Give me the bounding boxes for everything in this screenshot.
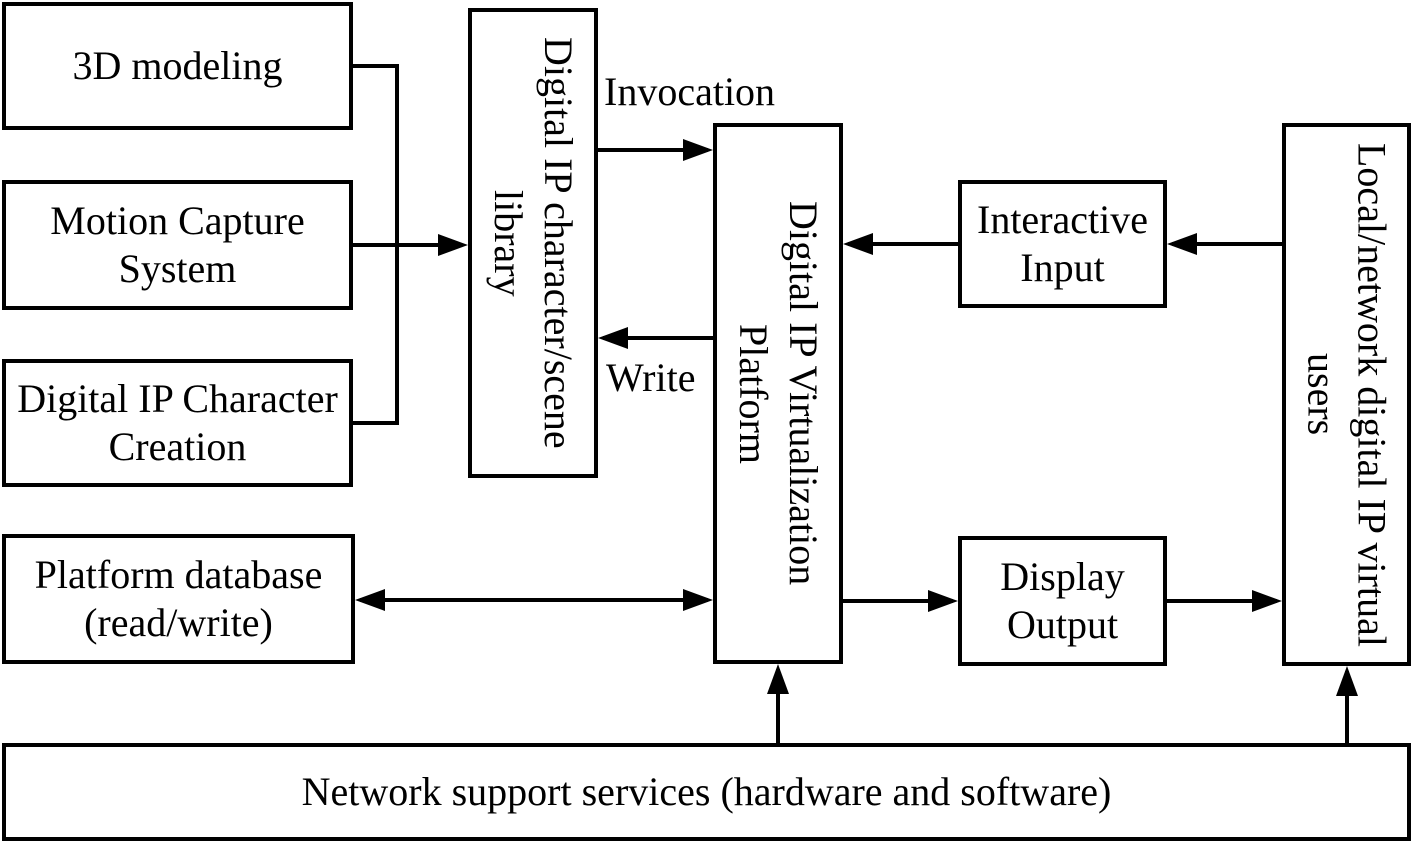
node-motion-capture-system: Motion Capture System [2, 180, 353, 310]
node-motion-capture-system-label: Motion Capture System [50, 198, 305, 291]
node-display-output-label: Display Output [1000, 554, 1125, 647]
node-character-scene-library: Digital IP character/scene library [468, 8, 598, 478]
node-virtualization-platform-label: Digital IP Virtualization Platform [731, 201, 826, 586]
node-3d-modeling-label: 3D modeling [72, 43, 283, 88]
edge-motion-capture-to-library [353, 234, 468, 256]
node-digital-ip-character-creation: Digital IP Character Creation [2, 359, 353, 487]
edge-interactive-input-to-platform [843, 233, 958, 255]
edge-label-invocation: Invocation [604, 69, 776, 114]
edge-database-platform-bidirectional [355, 589, 713, 611]
node-platform-database: Platform database (read/write) [2, 534, 355, 664]
edge-network-support-to-users [1336, 666, 1358, 743]
node-virtual-users: Local/network digital IP virtual users [1282, 123, 1411, 666]
node-interactive-input: Interactive Input [958, 180, 1167, 308]
node-network-support-services: Network support services (hardware and s… [2, 743, 1411, 841]
edge-network-support-to-platform [767, 664, 789, 743]
node-virtual-users-label: Local/network digital IP virtual users [1299, 142, 1395, 647]
node-network-support-services-label: Network support services (hardware and s… [301, 769, 1112, 814]
node-3d-modeling: 3D modeling [2, 2, 353, 130]
edge-platform-to-display-output [843, 590, 958, 612]
edge-3d-modeling-to-merge [353, 64, 399, 425]
node-character-scene-library-label: Digital IP character/scene library [486, 37, 581, 449]
edge-users-to-interactive-input [1167, 233, 1282, 255]
edge-library-to-platform-invocation [598, 139, 713, 161]
node-display-output: Display Output [958, 536, 1167, 666]
node-virtualization-platform: Digital IP Virtualization Platform [713, 123, 843, 664]
node-digital-ip-character-creation-label: Digital IP Character Creation [17, 376, 338, 469]
node-interactive-input-label: Interactive Input [977, 197, 1148, 290]
edge-display-output-to-users [1167, 590, 1282, 612]
edge-platform-to-library-write [598, 327, 713, 349]
node-platform-database-label: Platform database (read/write) [34, 552, 323, 645]
edge-label-write: Write [606, 355, 696, 400]
